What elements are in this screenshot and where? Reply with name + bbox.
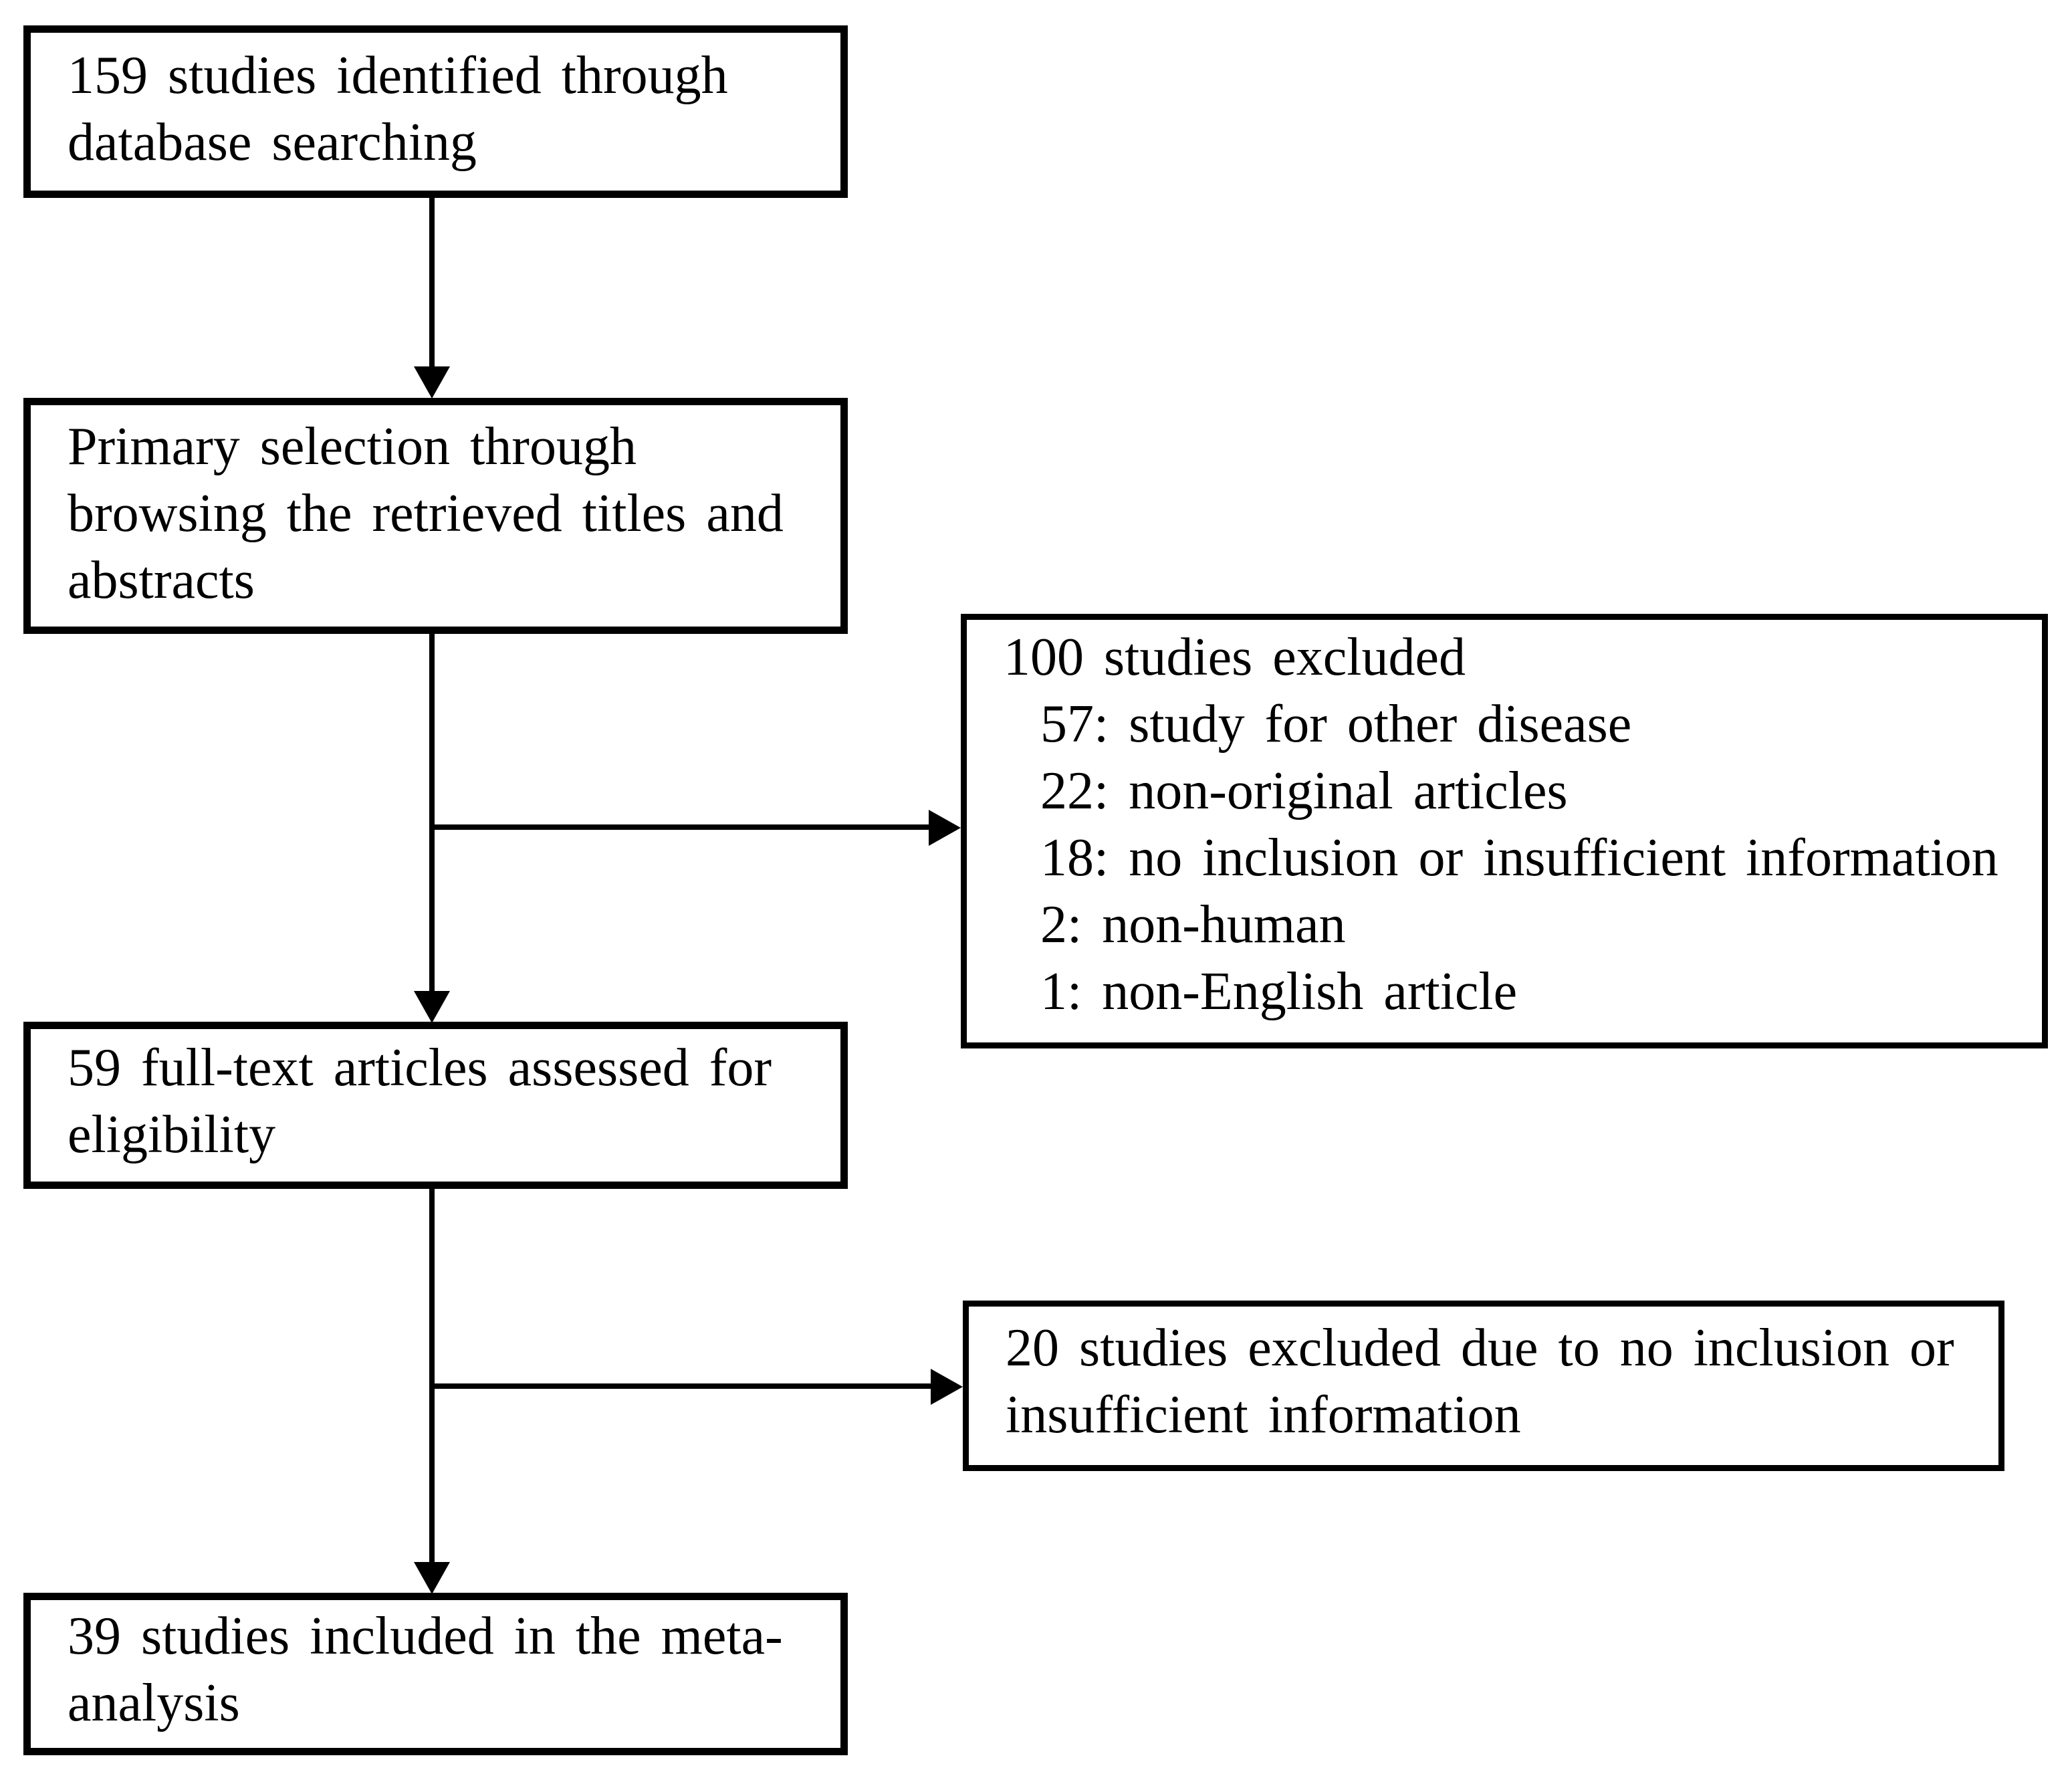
arrowhead-right-icon	[931, 1369, 963, 1405]
box-full-text-assessed: 59 full-text articles assessed for eligi…	[23, 1022, 848, 1189]
text-line: 159 studies identified through	[68, 46, 728, 105]
arrowhead-down-icon	[414, 991, 450, 1023]
list-item: 57: study for other disease	[1040, 695, 1632, 754]
box-excluded-full-text: 20 studies excluded due to no inclusion …	[963, 1301, 2004, 1471]
text-line: Primary selection through	[68, 417, 637, 476]
text-line: database searching	[68, 113, 477, 172]
text-line: abstracts	[68, 551, 255, 610]
connector-fulltext-to-included	[429, 1189, 435, 1562]
arrowhead-down-icon	[414, 1562, 450, 1594]
text-line: 100 studies excluded	[1004, 628, 1466, 687]
text-line: 59 full-text articles assessed for	[68, 1038, 772, 1097]
connector-branch-to-excluded-fulltext	[429, 1383, 931, 1389]
box-studies-identified: 159 studies identified through database …	[23, 25, 848, 198]
text-line: insufficient information	[1006, 1385, 1521, 1444]
connector-identified-to-primary	[429, 198, 435, 366]
text-line: 39 studies included in the meta-	[68, 1607, 783, 1666]
connector-primary-to-fulltext	[429, 634, 435, 991]
text-line: analysis	[68, 1674, 240, 1733]
box-excluded-primary: 100 studies excluded 57: study for other…	[961, 614, 2048, 1048]
box-primary-selection: Primary selection through browsing the r…	[23, 398, 848, 634]
arrowhead-down-icon	[414, 366, 450, 399]
list-item: 2: non-human	[1040, 895, 1346, 954]
text-line: browsing the retrieved titles and	[68, 484, 784, 543]
list-item: 22: non-original articles	[1040, 762, 1568, 820]
list-item: 18: no inclusion or insufficient informa…	[1040, 828, 1998, 887]
box-studies-included: 39 studies included in the meta- analysi…	[23, 1593, 848, 1755]
list-item: 1: non-English article	[1040, 962, 1518, 1021]
text-line: 20 studies excluded due to no inclusion …	[1006, 1319, 1954, 1377]
arrowhead-right-icon	[929, 810, 961, 846]
text-line: eligibility	[68, 1105, 276, 1164]
connector-branch-to-excluded-primary	[429, 824, 929, 830]
